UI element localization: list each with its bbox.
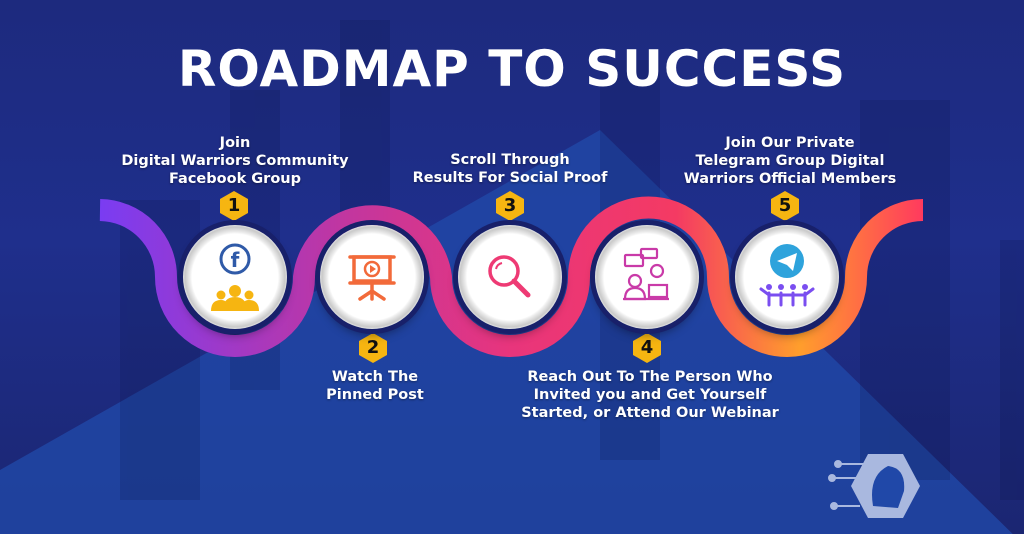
hexagon-icon [633, 333, 661, 363]
label-line: Telegram Group Digital [695, 153, 885, 169]
step-4-circle [595, 225, 699, 329]
step-3-circle [458, 225, 562, 329]
facebook-group-icon: f [211, 243, 259, 311]
step-4-label: Reach Out To The Person Who Invited you … [521, 368, 779, 422]
light-triangle [0, 130, 1013, 534]
step-1-circle: f [183, 225, 287, 329]
roadmap-path [99, 196, 924, 357]
label-line: Started, or Attend Our Webinar [521, 405, 779, 421]
label-line: Digital Warriors Community [121, 153, 349, 169]
page-title: ROADMAP TO SUCCESS [177, 40, 847, 98]
step-5-label: Join Our Private Telegram Group Digital … [684, 134, 897, 188]
magnifier-icon [488, 255, 531, 298]
step-2-badge: 2 [359, 333, 387, 363]
presentation-video-icon [348, 255, 396, 301]
label-line: Reach Out To The Person Who [527, 369, 773, 385]
step-1-badge: 1 [220, 191, 248, 221]
knight-logo [828, 454, 920, 518]
step-number: 1 [227, 195, 241, 216]
label-line: Join [219, 135, 251, 151]
step-3-badge: 3 [496, 191, 524, 221]
step-1-label: Join Digital Warriors Community Facebook… [121, 134, 348, 188]
telegram-group-icon [759, 244, 815, 307]
hexagon-icon [496, 191, 524, 221]
label-line: Watch The [331, 369, 419, 385]
hexagon-icon [359, 333, 387, 363]
label-line: Results For Social Proof [412, 170, 608, 186]
conversation-icon [623, 247, 669, 301]
step-number: 4 [640, 337, 654, 358]
step-5-circle [735, 225, 839, 329]
step-number: 2 [366, 337, 380, 358]
label-line: Facebook Group [169, 171, 301, 187]
label-line: Scroll Through [450, 152, 570, 168]
step-3-label: Scroll Through Results For Social Proof [413, 151, 608, 187]
hexagon-icon [771, 191, 799, 221]
label-line: Join Our Private [725, 135, 855, 151]
label-line: Pinned Post [326, 387, 424, 403]
step-4-badge: 4 [633, 333, 661, 363]
svg-text:f: f [231, 248, 240, 272]
step-number: 3 [503, 195, 517, 216]
step-5-badge: 5 [771, 191, 799, 221]
step-number: 5 [778, 195, 792, 216]
step-2-label: Watch The Pinned Post [326, 368, 424, 404]
label-line: Invited you and Get Yourself [533, 387, 767, 403]
step-2-circle [320, 225, 424, 329]
label-line: Warriors Official Members [683, 171, 897, 187]
hexagon-icon [220, 191, 248, 221]
